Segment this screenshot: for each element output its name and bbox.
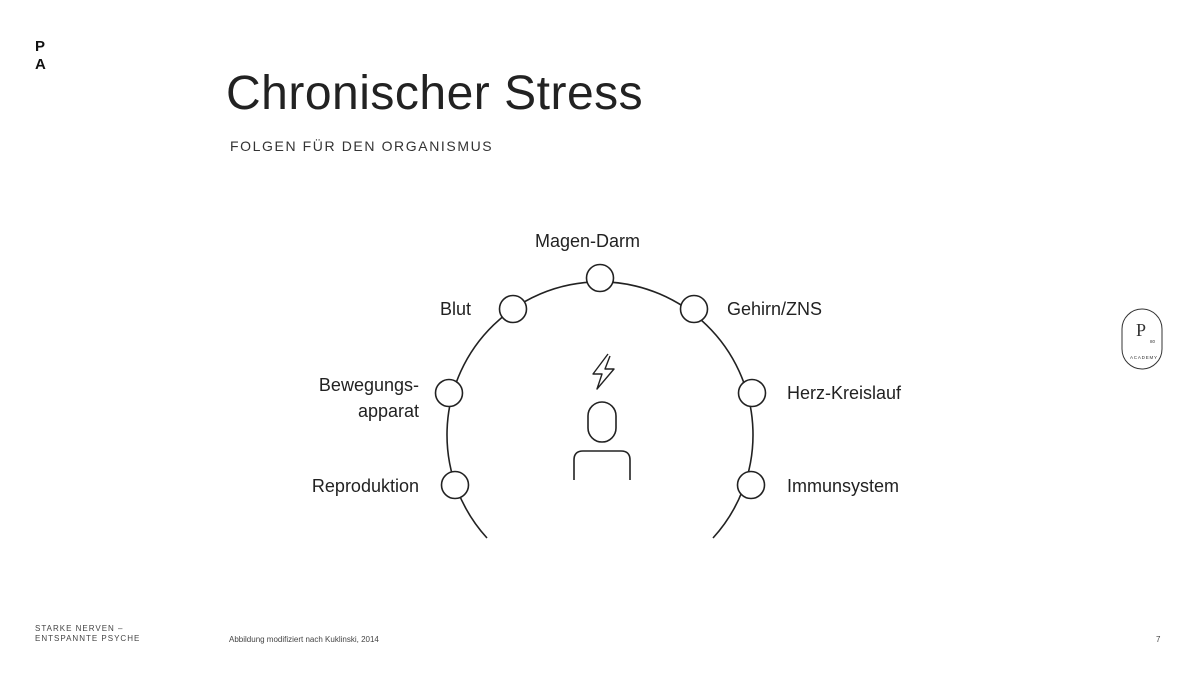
badge-number: 80 <box>1150 339 1156 344</box>
organ-arc <box>446 281 754 539</box>
footer-course-title: STARKE NERVEN – ENTSPANNTE PSYCHE <box>35 624 140 644</box>
label-bewegungsapparat-line1: Bewegungs- <box>318 375 419 395</box>
label-magen-darm: Magen-Darm <box>535 231 641 251</box>
badge-text: ACADEMY <box>1130 355 1158 360</box>
label-bewegungsapparat: Bewegungs- apparat <box>319 372 419 424</box>
person-icon <box>573 401 631 480</box>
label-herz-kreislauf: Herz-Kreislauf <box>787 383 902 403</box>
academy-badge: P 80 ACADEMY <box>1121 308 1163 370</box>
page-title: Chronischer Stress <box>226 67 644 120</box>
node-gehirn <box>679 294 709 324</box>
badge-letter: P <box>1136 320 1146 340</box>
node-herz-kreislauf <box>737 378 767 408</box>
label-bewegungsapparat-line2: apparat <box>357 401 419 421</box>
footer-line2: ENTSPANNTE PSYCHE <box>35 634 141 643</box>
node-bewegungsapparat <box>434 378 464 408</box>
node-magen-darm <box>585 263 615 293</box>
footer-source: Abbildung modifiziert nach Kuklinski, 20… <box>229 635 379 644</box>
logo-letter-a: A <box>35 56 47 73</box>
node-immunsystem <box>736 470 766 500</box>
brand-logo: P A <box>35 38 47 74</box>
logo-letter-p: P <box>35 38 47 55</box>
label-blut: Blut <box>440 299 472 319</box>
label-reproduktion: Reproduktion <box>311 476 419 496</box>
label-gehirn: Gehirn/ZNS <box>727 299 823 319</box>
page-subtitle: FOLGEN FÜR DEN ORGANISMUS <box>230 138 494 154</box>
label-immunsystem: Immunsystem <box>787 476 900 496</box>
page-number: 7 <box>1156 635 1161 644</box>
lightning-icon <box>592 353 615 390</box>
node-blut <box>498 294 528 324</box>
node-reproduktion <box>440 470 470 500</box>
footer-line1: STARKE NERVEN – <box>35 624 124 633</box>
